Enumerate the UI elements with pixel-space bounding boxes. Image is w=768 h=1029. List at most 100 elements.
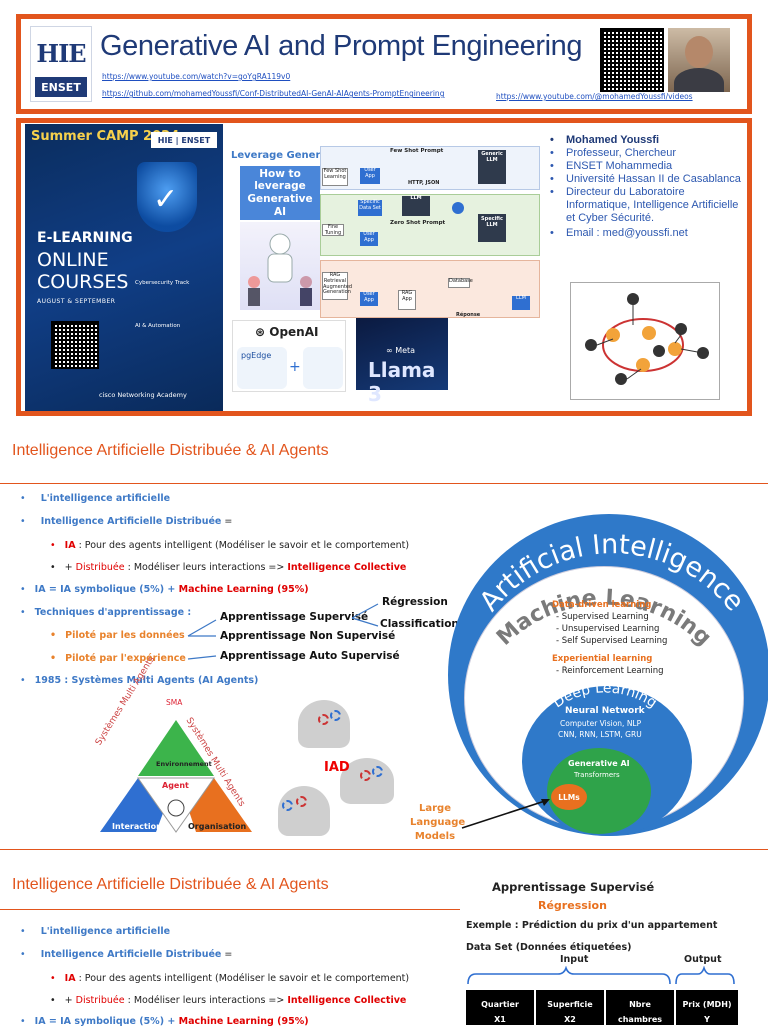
rag-app-box: RAG App (398, 290, 416, 310)
experiential-label: Experiential learning (552, 654, 653, 664)
plus-text: + (64, 995, 76, 1006)
logo-label: ENSET (35, 77, 87, 97)
dd-item: - Self Supervised Learning (556, 636, 668, 646)
ia-plus: + (164, 584, 179, 595)
openai-icon: ⊛ (255, 325, 266, 339)
bullet-ia-def: • IA : Pour des agents intelligent (Modé… (50, 973, 410, 984)
pilote-donnees: Piloté par les données (65, 630, 185, 641)
ia-ml: Machine Learning (95%) (178, 1016, 309, 1027)
ml-arc-text: Machine Learning (492, 586, 716, 651)
sma-label: SMA (166, 698, 183, 707)
bullet-ia: • L'intelligence artificielle (20, 493, 171, 504)
author-photo (668, 28, 730, 92)
pgedge-label: pgEdge (241, 351, 272, 360)
col-prix: Prix (MDH)Y (676, 990, 738, 1025)
pilote-exp: Piloté par l'expérience (65, 653, 186, 664)
poster-enset: HIE | ENSET (151, 132, 217, 148)
github-link[interactable]: https://github.com/mohamedYoussfi/Conf-D… (102, 89, 445, 98)
openai-pgedge-box: ⊛ OpenAI pgEdge + (232, 320, 346, 392)
rag-row (320, 260, 540, 318)
iad-label: IAD (324, 760, 350, 775)
col-bottom: Y (676, 1010, 738, 1025)
transformers-label: Transformers (574, 771, 620, 779)
check-icon: ✓ (153, 182, 179, 217)
enset-logo: HIE ENSET (30, 26, 92, 102)
logo-mark: HIE (36, 38, 86, 68)
pgedge-box: pgEdge (237, 347, 287, 389)
agent-head-icon (340, 758, 394, 804)
bio-name: Mohamed Youssfi (550, 134, 750, 147)
meta-text: Meta (395, 346, 416, 355)
page-title: Generative AI and Prompt Engineering (100, 30, 583, 62)
bio-item: Université Hassan II de Casablanca (550, 173, 750, 186)
agent-label: Agent (162, 781, 189, 790)
ia-sym: IA symbolique (5%) (60, 584, 165, 595)
supervised-title: Apprentissage Supervisé (492, 880, 655, 894)
dist-red: Intelligence Collective (287, 995, 407, 1006)
zero-shot-prompt: Zero Shot Prompt (390, 220, 446, 226)
nn-label: Neural Network (565, 706, 645, 716)
poster-dates: AUGUST & SEPTEMBER (37, 298, 116, 305)
dist-red: Intelligence Collective (287, 562, 407, 573)
sma-triangle (100, 720, 252, 833)
plus-text: + (64, 562, 76, 573)
organisation-label: Organisation (188, 822, 247, 831)
postgresql-icon (303, 347, 343, 389)
ia-sym: IA symbolique (5%) (60, 1016, 165, 1027)
section2-title: Intelligence Artificielle Distribuée & A… (12, 442, 329, 459)
regression-title: Régression (538, 899, 607, 912)
user-app-box-3: User App (360, 291, 378, 306)
bullet-ia-text: L'intelligence artificielle (40, 493, 171, 504)
agent-head-icon (278, 786, 330, 836)
exp-item: - Reinforcement Learning (556, 666, 664, 676)
rag-label: RAG Retrieval Augmented Generation (322, 272, 352, 300)
col-bottom: chambres (606, 1010, 674, 1025)
dist-label: Distribuée (75, 995, 125, 1006)
bio-item: Directeur du Laboratoire Informatique, I… (550, 186, 750, 225)
agents-network-image (570, 282, 720, 400)
col-bottom: X1 (466, 1010, 534, 1025)
ia-plus: + (164, 1016, 179, 1027)
qr-code-icon (600, 28, 664, 92)
youtube-video-link[interactable]: https://www.youtube.com/watch?v=goYgRA11… (102, 72, 291, 81)
section3-panel (0, 909, 460, 1029)
llama-text: Llama 3 (368, 358, 436, 406)
user-app-box: User App (360, 167, 380, 184)
input-label: Input (560, 954, 589, 965)
database-box: Database (448, 278, 473, 288)
bio-item: Professeur, Chercheur (550, 147, 750, 160)
plus-icon: + (289, 359, 301, 375)
ia-text: : Pour des agents intelligent (Modéliser… (75, 973, 410, 984)
bullet-iad-text: Intelligence Artificielle Distribuée (40, 949, 222, 960)
howto-box: How to leverage Generative AI (240, 166, 320, 220)
bullet-iad-suffix: = (221, 516, 233, 527)
regression-label: Régression (382, 596, 448, 608)
col-top: Quartier (466, 995, 534, 1010)
bullet-ia-eq: • IA = IA symbolique (5%) + Machine Lear… (20, 584, 309, 595)
genai-label: Generative AI (568, 759, 630, 768)
llm-arrow (461, 799, 550, 829)
poster-track2: AI & Automation (135, 323, 181, 329)
bullet-iad-suffix: = (221, 949, 233, 960)
dl-arc-text: Deep Learning (550, 684, 659, 711)
youtube-channel-link[interactable]: https://www.youtube.com/@mohamedYoussfi/… (496, 92, 693, 101)
bullet-iad-text: Intelligence Artificielle Distribuée (40, 516, 222, 527)
shield-icon (137, 162, 197, 232)
ia-text: : Pour des agents intelligent (Modéliser… (75, 540, 410, 551)
few-shot-label: Few Shot Learning (322, 168, 348, 186)
llm-caption-1: Large (419, 803, 451, 814)
bullet-ia-def: • IA : Pour des agents intelligent (Modé… (50, 540, 410, 551)
bullet-dist-def: • + Distribuée : Modéliser leurs interac… (50, 995, 407, 1006)
llm-caption: Large Language Models (410, 802, 465, 844)
agent-head-icon (298, 700, 350, 748)
specific-llm-box: Specific LLM (478, 214, 506, 242)
dd-item: - Unsupervised Learning (556, 624, 660, 634)
supervise-label: Apprentissage Supervisé (220, 611, 369, 623)
bullet-ia: • L'intelligence artificielle (20, 926, 171, 937)
dd-item: - Supervised Learning (556, 612, 649, 622)
http-json-1: HTTP, JSON (408, 180, 440, 186)
ia-label: IA (64, 540, 76, 551)
few-shot-prompt: Few Shot Prompt (390, 148, 444, 154)
bullet-sma: • 1985 : Systèmes Multi Agents (AI Agent… (20, 675, 259, 686)
